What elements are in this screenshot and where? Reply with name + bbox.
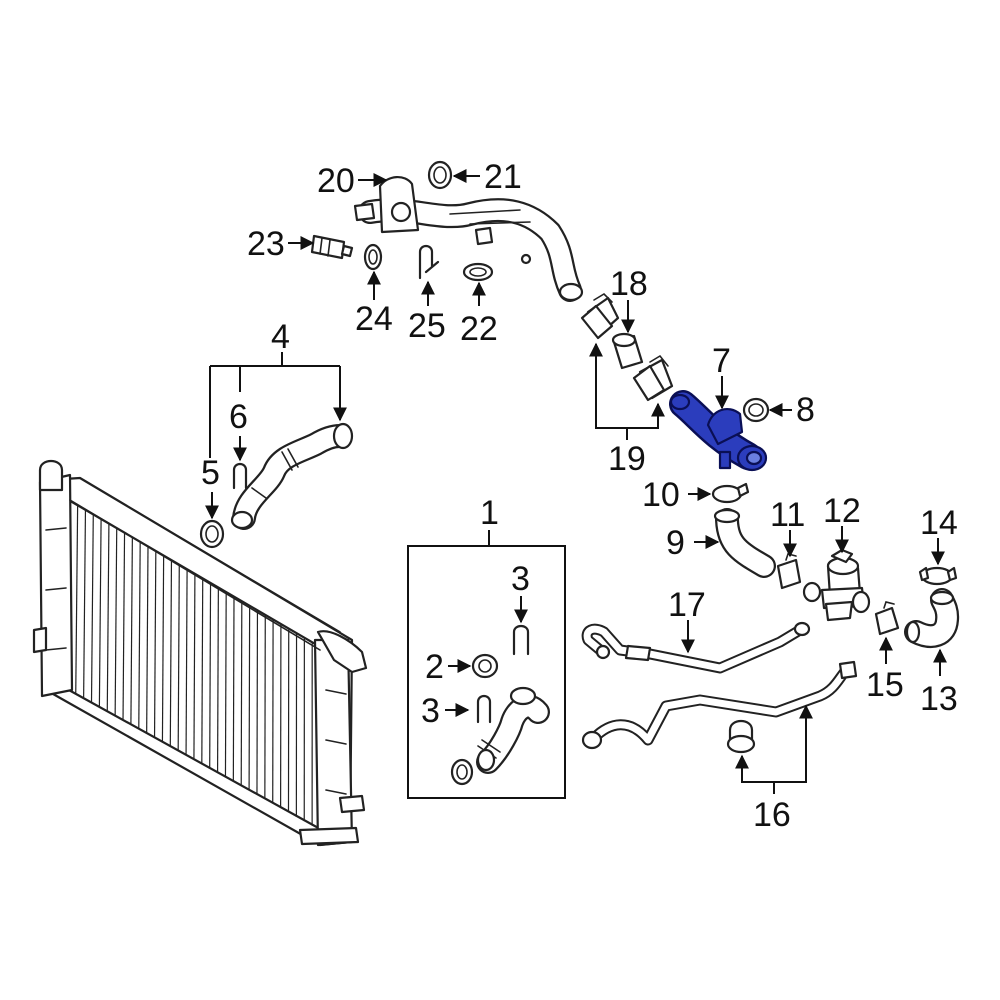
- callout-4: 4: [271, 318, 290, 356]
- clamp-part-15: [874, 601, 900, 636]
- callout-6: 6: [229, 398, 248, 436]
- callout-21: 21: [484, 158, 522, 196]
- valve-part-12: [802, 548, 871, 622]
- callout-15: 15: [866, 666, 904, 704]
- clamp-part-10: [711, 482, 750, 504]
- o-ring-part-8: [742, 397, 770, 423]
- radiator-fin: [90, 514, 94, 702]
- hose-kit-part-1: [476, 686, 550, 774]
- radiator-fin: [248, 606, 251, 791]
- radiator-fin: [201, 578, 204, 764]
- o-ring-part-21: [427, 160, 453, 190]
- clamp-part-11: [776, 553, 802, 590]
- callout-1: 1: [480, 494, 499, 532]
- o-ring-part-5: [199, 519, 225, 549]
- clip-part-25: [418, 244, 440, 280]
- radiator-fin: [240, 601, 243, 786]
- callout-23: 23: [247, 225, 285, 263]
- coupling-part-18: [611, 332, 644, 370]
- callout-24: 24: [355, 300, 393, 338]
- radiator-fin: [224, 592, 227, 777]
- radiator-fin: [232, 597, 235, 782]
- radiator-fin: [153, 551, 157, 738]
- radiator-fin: [98, 519, 102, 707]
- callout-19: 19: [608, 440, 646, 478]
- radiator-fin: [185, 569, 188, 755]
- callout-7: 7: [712, 342, 731, 380]
- callout-5: 5: [201, 454, 220, 492]
- radiator-fin: [114, 528, 118, 715]
- coolant-line-part-16: [581, 660, 858, 754]
- callout-3-upper: 3: [511, 560, 530, 598]
- callout-10: 10: [642, 476, 680, 514]
- radiator-fin: [146, 546, 149, 733]
- leader-lines: [205, 169, 947, 794]
- water-pipe-part-7-highlighted: [669, 390, 768, 472]
- callout-11: 11: [770, 496, 805, 534]
- radiator-fin: [75, 505, 79, 693]
- coolant-line-part-17: [581, 621, 811, 674]
- clamp-part-14: [918, 566, 958, 586]
- radiator-fin: [177, 565, 180, 751]
- callout-9: 9: [666, 524, 685, 562]
- hose-part-9: [713, 508, 776, 578]
- hose-part-13: [904, 588, 960, 648]
- o-ring-part-22: [462, 262, 494, 282]
- o-ring-part-2-lower: [450, 758, 474, 786]
- callout-20: 20: [317, 162, 355, 200]
- callout-18: 18: [610, 265, 648, 303]
- sensor-part-23: [310, 234, 354, 260]
- radiator-fin: [193, 574, 196, 760]
- callout-8: 8: [796, 391, 815, 429]
- clip-part-3-upper: [512, 624, 530, 656]
- radiator-fin: [122, 532, 126, 720]
- hose-part-4: [230, 422, 354, 530]
- radiator-fin: [138, 542, 141, 729]
- radiator-fin: [130, 537, 133, 724]
- callout-13: 13: [920, 680, 958, 718]
- radiator-fin: [169, 560, 173, 746]
- radiator-fin: [106, 523, 110, 711]
- radiator-fin: [83, 509, 87, 698]
- radiator-fin: [209, 583, 212, 769]
- coolant-pipe-part-20: [353, 176, 584, 302]
- callout-16: 16: [753, 796, 791, 834]
- callout-25: 25: [408, 307, 446, 345]
- radiator-fin: [216, 588, 219, 773]
- callout-17: 17: [668, 586, 706, 624]
- o-ring-part-24: [363, 243, 383, 271]
- callout-labels: 20 21 23 24 25 22 18 19 7 8 4 6 5 10 9 1…: [201, 158, 958, 834]
- callout-12: 12: [823, 492, 861, 530]
- clip-part-6: [232, 462, 248, 490]
- radiator-part: [32, 459, 368, 847]
- kit-box-part-1: [407, 545, 566, 799]
- clip-part-3-lower: [476, 694, 492, 724]
- radiator-fin: [161, 555, 165, 742]
- o-ring-part-2: [471, 653, 499, 679]
- callout-22: 22: [460, 310, 498, 348]
- callout-3-lower: 3: [421, 692, 440, 730]
- callout-2: 2: [425, 648, 444, 686]
- callout-14: 14: [920, 504, 958, 542]
- connector-part-19-upper: [580, 292, 620, 340]
